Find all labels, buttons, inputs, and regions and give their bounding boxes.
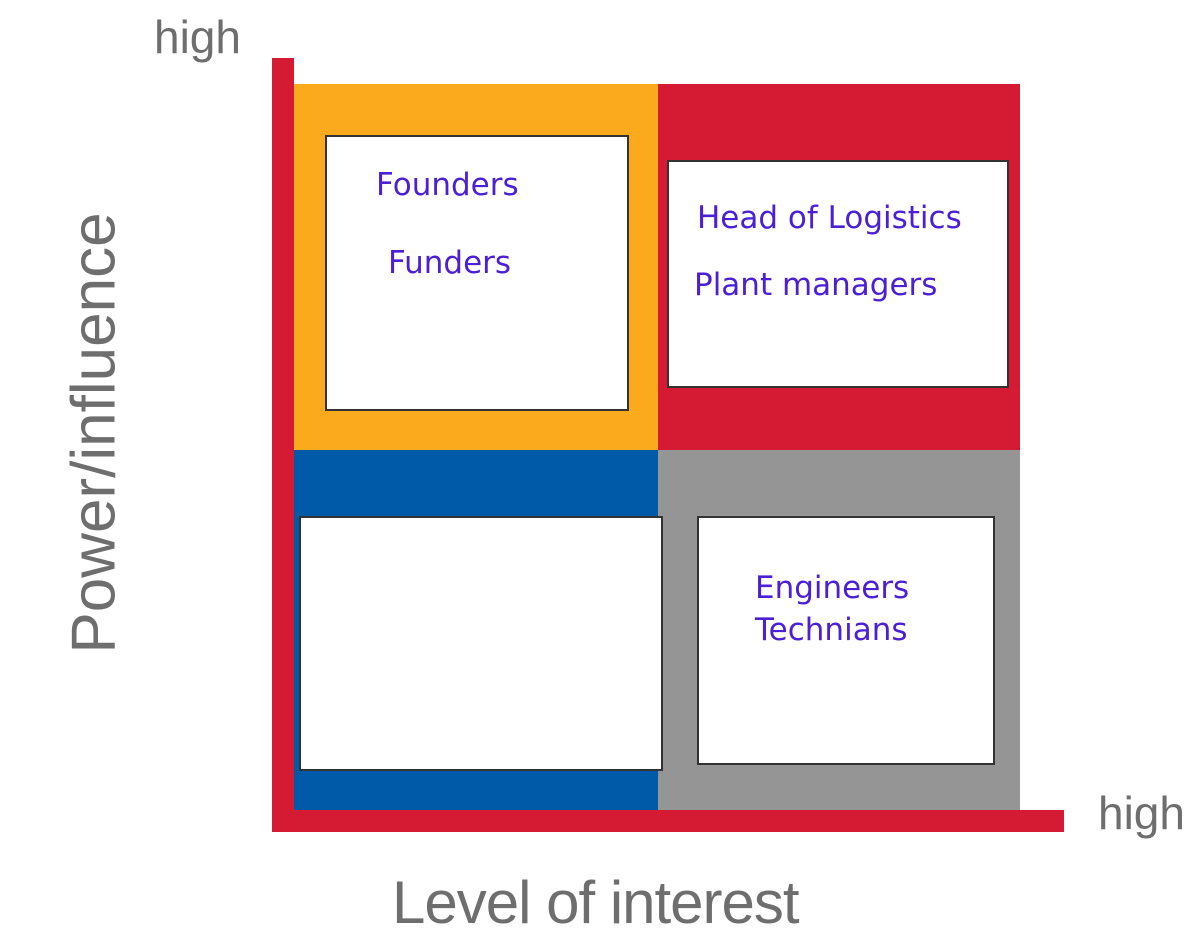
x-axis-title: Level of interest [392, 869, 800, 936]
y-axis-high-label: high [154, 11, 241, 63]
box-bottom-right [697, 516, 995, 765]
stakeholder-founders: Founders [376, 167, 519, 203]
box-bottom-left [299, 516, 663, 771]
stakeholder-engineers: Engineers [755, 570, 910, 606]
x-axis-high-label: high [1098, 787, 1185, 839]
box-top-right [667, 160, 1009, 388]
stakeholder-technians: Technians [755, 612, 908, 648]
y-axis-title: Power/influence [59, 212, 129, 654]
stakeholder-funders: Funders [388, 245, 512, 281]
y-axis-line [272, 58, 294, 830]
stakeholder-head-of-logistics: Head of Logistics [697, 200, 962, 236]
x-axis-line [272, 810, 1064, 832]
box-top-left [325, 135, 629, 411]
stakeholder-plant-managers: Plant managers [694, 267, 938, 303]
